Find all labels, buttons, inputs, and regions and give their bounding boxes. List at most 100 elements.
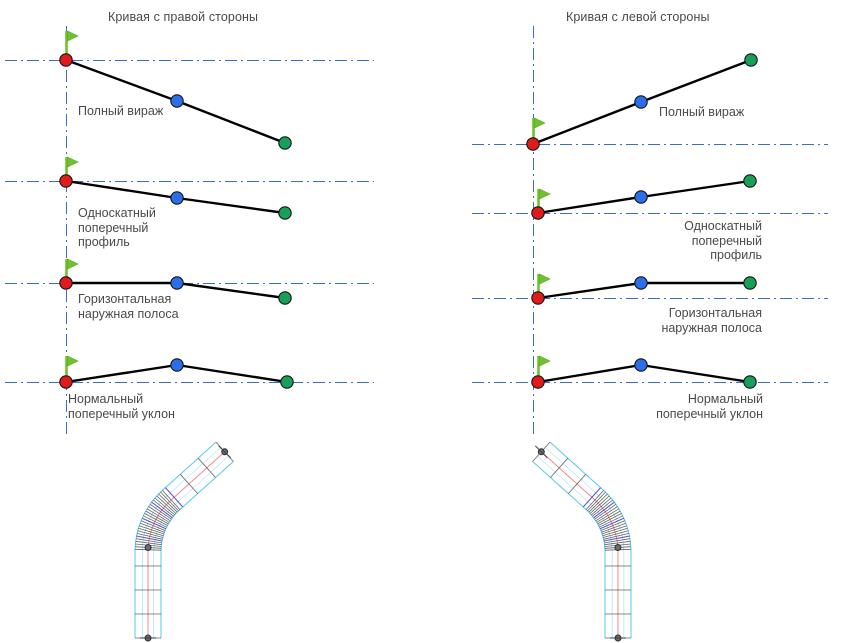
- profile-point-start[interactable]: [531, 375, 545, 389]
- profile-point-mid[interactable]: [634, 95, 648, 109]
- alignment-cross-section-tick: [601, 522, 626, 533]
- profile-point-end[interactable]: [743, 174, 757, 188]
- alignment-cross-section-tick: [134, 548, 162, 551]
- alignment-station-marker[interactable]: [144, 544, 152, 551]
- profile-point-mid[interactable]: [170, 94, 184, 108]
- profile-point-end[interactable]: [280, 375, 294, 389]
- profile-point-mid[interactable]: [170, 358, 184, 372]
- profile-point-mid[interactable]: [170, 191, 184, 205]
- alignment-cross-section-tick: [138, 527, 164, 537]
- alignment-cross-section-tick: [582, 487, 602, 508]
- row-label-left-polny-virazh: Полный вираж: [659, 105, 745, 119]
- alignment-cross-section-tick: [568, 474, 586, 494]
- alignment-cross-section-tick: [603, 535, 630, 542]
- alignment-centerline: [540, 451, 619, 638]
- flag-pennant-icon: [67, 156, 79, 168]
- profile-point-start[interactable]: [59, 53, 73, 67]
- panel-title-left-side: Кривая с левой стороны: [566, 10, 710, 24]
- alignment-cross-section-tick: [604, 538, 630, 544]
- profile-point-start[interactable]: [59, 174, 73, 188]
- profile-row-right-side-3: [5, 355, 374, 389]
- profile-row-left-side-3: [472, 355, 828, 389]
- profile-point-start[interactable]: [531, 206, 545, 220]
- alignment-lane-line: [141, 447, 221, 638]
- alignment-cross-section-tick: [148, 506, 171, 522]
- alignment-end-tick: [218, 445, 232, 459]
- alignment-cross-section-tick: [144, 513, 168, 526]
- profile-point-start[interactable]: [59, 276, 73, 290]
- alignment-station-marker[interactable]: [221, 448, 229, 456]
- flag-pennant-icon: [67, 355, 79, 367]
- alignment-cross-section-tick: [197, 457, 216, 478]
- profile-point-end[interactable]: [743, 276, 757, 290]
- alignment-cross-section-tick: [158, 493, 178, 513]
- profile-point-mid[interactable]: [634, 276, 648, 290]
- profile-polyline: [531, 58, 753, 146]
- alignment-cross-section-tick: [596, 508, 620, 523]
- alignment-cross-section-tick: [588, 493, 608, 513]
- profile-point-mid[interactable]: [634, 358, 648, 372]
- alignment-cross-section-tick: [585, 490, 604, 510]
- row-label-left-gorizontalnaya: Горизонтальная наружная полоса: [661, 306, 762, 335]
- row-label-right-normalny: Нормальный поперечный уклон: [68, 392, 175, 421]
- alignment-cross-section-tick: [140, 522, 165, 533]
- alignment-cross-section-tick: [164, 487, 184, 508]
- alignment-cross-section-tick: [149, 503, 172, 520]
- profile-polyline: [64, 363, 289, 384]
- row-label-left-normalny: Нормальный поперечный уклон: [656, 392, 763, 421]
- profile-row-left-side-1: [472, 174, 828, 220]
- profile-row-right-side-0: [5, 30, 374, 150]
- alignment-station-marker[interactable]: [144, 634, 152, 642]
- alignment-left-curve: [532, 441, 632, 642]
- alignment-edge-line: [134, 441, 217, 638]
- profile-point-mid[interactable]: [634, 190, 648, 204]
- profile-row-right-side-1: [5, 156, 374, 220]
- alignment-cross-section-tick: [215, 441, 234, 462]
- alignment-cross-section-tick: [593, 501, 615, 519]
- flag-pennant-icon: [539, 273, 551, 285]
- alignment-cross-section-tick: [604, 543, 631, 547]
- profile-polyline: [536, 179, 752, 215]
- profile-row-left-side-0: [472, 53, 828, 151]
- alignment-lane-line: [537, 455, 613, 638]
- alignment-cross-section-tick: [597, 510, 621, 525]
- alignment-cross-section-tick: [599, 517, 625, 530]
- alignment-cross-section-tick: [162, 490, 181, 510]
- alignment-right-curve: [134, 441, 234, 642]
- alignment-cross-section-tick: [154, 497, 175, 516]
- profile-point-end[interactable]: [743, 375, 757, 389]
- profile-point-start[interactable]: [526, 137, 540, 151]
- row-label-right-polny-virazh: Полный вираж: [78, 104, 164, 118]
- alignment-station-marker[interactable]: [614, 544, 622, 551]
- alignment-cross-section-tick: [604, 548, 632, 551]
- alignment-edge-line: [160, 461, 234, 638]
- profile-point-end[interactable]: [278, 206, 292, 220]
- alignment-edge-line: [549, 441, 632, 638]
- profile-point-end[interactable]: [278, 291, 292, 305]
- profile-point-start[interactable]: [59, 375, 73, 389]
- profile-polyline: [536, 281, 752, 300]
- flag-pennant-icon: [67, 258, 79, 270]
- profile-polyline: [536, 363, 752, 384]
- alignment-station-marker[interactable]: [537, 448, 545, 456]
- profile-point-mid[interactable]: [170, 276, 184, 290]
- alignment-cross-section-tick: [594, 503, 617, 520]
- alignment-cross-section-tick: [137, 533, 163, 540]
- alignment-cross-section-tick: [601, 525, 627, 535]
- row-label-right-gorizontalnaya: Горизонтальная наружная полоса: [78, 292, 179, 321]
- row-label-left-odnoskatny: Односкатный поперечный профиль: [684, 219, 762, 262]
- alignment-cross-section-tick: [139, 525, 165, 535]
- profile-point-end[interactable]: [744, 53, 758, 67]
- alignment-cross-section-tick: [140, 520, 166, 531]
- alignment-cross-section-tick: [141, 517, 167, 530]
- alignment-cross-section-tick: [136, 538, 162, 544]
- profile-point-end[interactable]: [278, 136, 292, 150]
- alignment-station-marker[interactable]: [614, 634, 622, 642]
- alignment-lane-line: [153, 455, 229, 638]
- alignment-cross-section-tick: [137, 530, 164, 538]
- alignment-cross-section-tick: [146, 508, 170, 523]
- panel-right-side: [5, 26, 374, 438]
- alignment-cross-section-tick: [602, 527, 628, 537]
- profile-point-start[interactable]: [531, 291, 545, 305]
- alignment-cross-section-tick: [595, 506, 618, 522]
